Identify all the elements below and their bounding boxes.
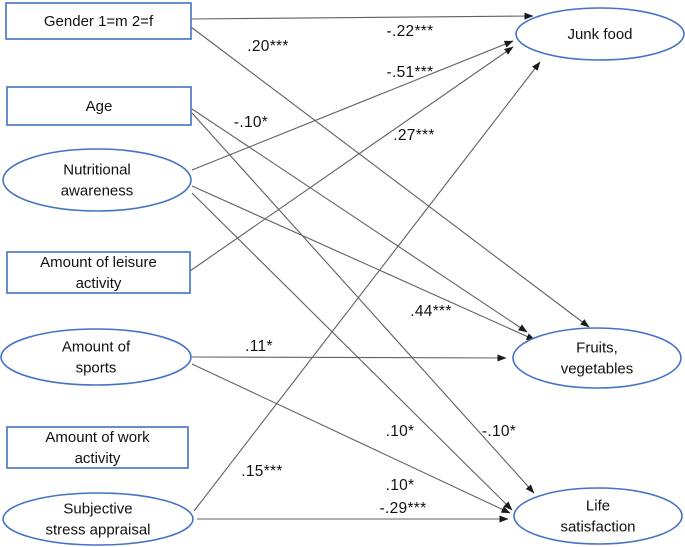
node-age-box [6, 86, 192, 126]
edge-gender-to-fruits-vegetables [190, 26, 590, 328]
node-label-junk-food: Junk food [567, 26, 632, 43]
path-coefficient-sports-to-life-satisfaction: .10* [386, 477, 415, 494]
path-coefficient-gender-to-fruits-vegetables: .20*** [247, 38, 288, 55]
edge-nutritional-awareness-to-life-satisfaction [191, 192, 513, 511]
path-coefficient-age-to-life-satisfaction: -.10* [482, 423, 516, 440]
node-junk-food-ellipse [515, 7, 685, 61]
path-coefficient-stress-appraisal-to-life-satisfaction: -.29*** [380, 500, 427, 517]
edge-gender-to-junk-food [189, 12, 534, 20]
node-fruits-vegetables-ellipse [512, 327, 682, 389]
path-coefficient-stress-appraisal-to-junk-food: .15*** [241, 463, 282, 480]
edge-sports-to-life-satisfaction [191, 363, 511, 514]
path-coefficient-nutritional-awareness-to-life-satisfaction: .10* [386, 423, 415, 440]
node-stress-appraisal-ellipse [2, 492, 194, 546]
node-label-fruits-vegetables: Fruits,vegetables [561, 340, 634, 378]
path-coefficient-gender-to-junk-food: -.22*** [387, 23, 434, 40]
node-gender-box [5, 2, 192, 40]
node-sports-ellipse [0, 328, 192, 386]
path-coefficient-age-to-fruits-vegetables: -.10* [234, 114, 268, 131]
node-leisure-activity-box [6, 251, 191, 294]
edge-sports-to-fruits-vegetables [191, 354, 507, 362]
edge-nutritional-awareness-to-fruits-vegetables [191, 185, 536, 341]
path-coefficient-nutritional-awareness-to-fruits-vegetables: .44*** [410, 303, 451, 320]
node-label-gender: Gender 1=m 2=f [44, 13, 154, 30]
edge-age-to-fruits-vegetables [191, 108, 528, 333]
edge-leisure-activity-to-junk-food [189, 46, 514, 272]
node-life-satisfaction-ellipse [513, 487, 683, 545]
edge-age-to-life-satisfaction [191, 112, 535, 494]
node-label-age: Age [86, 98, 113, 115]
node-work-activity-box [6, 426, 189, 469]
path-coefficient-sports-to-fruits-vegetables: .11* [245, 338, 273, 355]
edge-nutritional-awareness-to-junk-food [191, 40, 514, 171]
edge-stress-appraisal-to-junk-food [193, 61, 541, 512]
node-nutritional-awareness-ellipse [2, 148, 192, 212]
path-coefficient-leisure-activity-to-junk-food: .27*** [393, 127, 434, 144]
path-coefficient-nutritional-awareness-to-junk-food: -.51*** [387, 64, 434, 81]
